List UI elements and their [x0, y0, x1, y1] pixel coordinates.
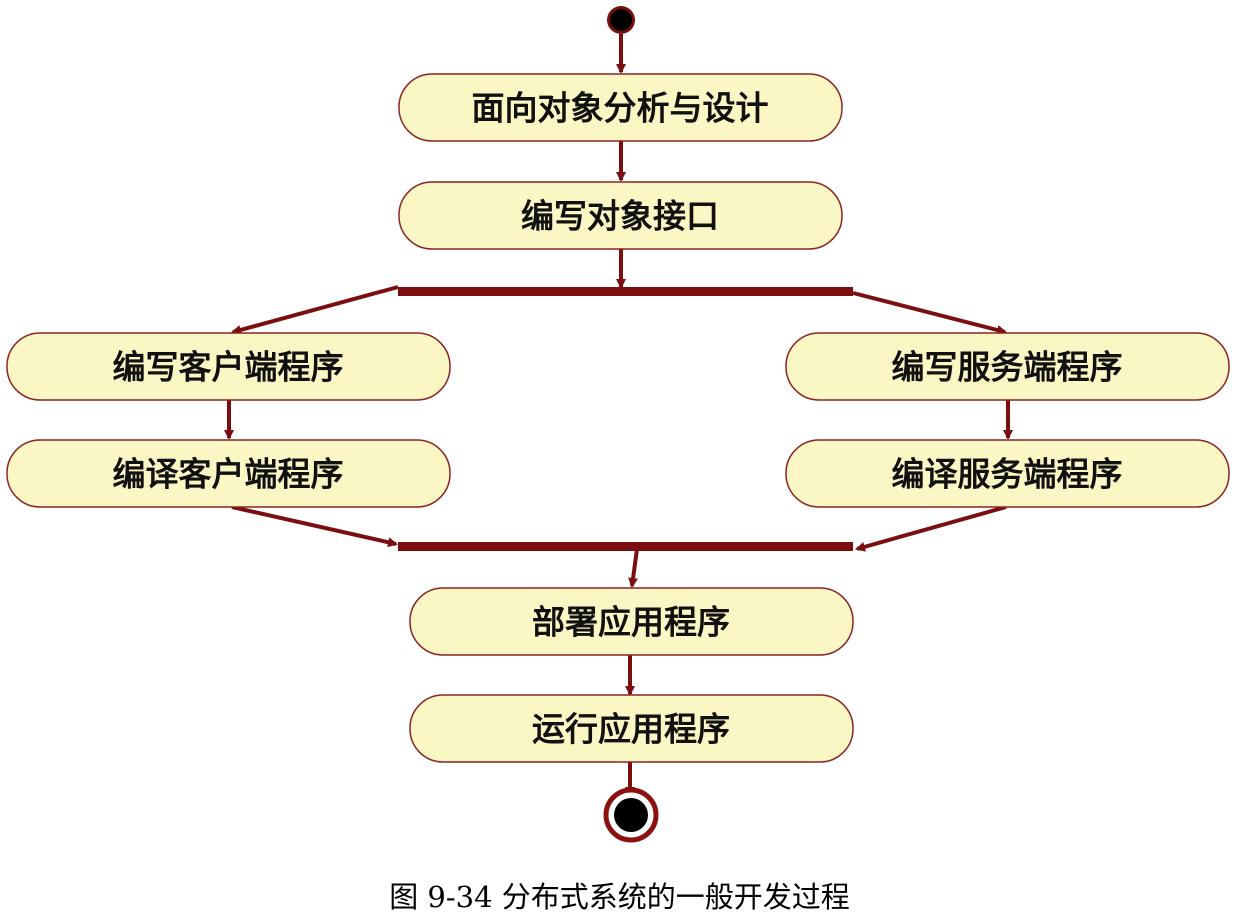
- activity-deploy-label: 部署应用程序: [532, 603, 730, 642]
- activity-compile-client-label: 编译客户端程序: [113, 455, 344, 494]
- activity-ooad-label: 面向对象分析与设计: [472, 89, 769, 128]
- flow-compile-server-to-join: [855, 505, 1007, 552]
- activity-compile-server-label: 编译服务端程序: [892, 455, 1123, 494]
- initial-node: [607, 6, 635, 34]
- fork-bar: [398, 287, 853, 296]
- activity-write-interface-label: 编写对象接口: [521, 197, 719, 236]
- activity-write-client-label: 编写客户端程序: [113, 348, 344, 387]
- activity-run: 运行应用程序: [409, 694, 854, 763]
- activity-write-server-label: 编写服务端程序: [892, 348, 1123, 387]
- activity-run-label: 运行应用程序: [532, 710, 730, 749]
- flow-join-to-deploy: [628, 548, 639, 588]
- join-bar: [398, 542, 853, 551]
- control-flows: [224, 34, 1013, 797]
- activity-deploy: 部署应用程序: [409, 587, 854, 656]
- activity-compile-server: 编译服务端程序: [785, 439, 1230, 508]
- activity-write-interface: 编写对象接口: [398, 181, 843, 250]
- activity-write-server: 编写服务端程序: [785, 332, 1230, 401]
- figure-caption: 图 9-34 分布式系统的一般开发过程: [389, 880, 850, 914]
- final-node: [603, 787, 659, 843]
- flow-compile-client-to-join: [231, 505, 398, 548]
- activity-write-client: 编写客户端程序: [6, 332, 451, 401]
- activity-compile-client: 编译客户端程序: [6, 439, 451, 508]
- flow-fork-to-server: [852, 291, 1007, 335]
- flow-fork-to-client: [231, 285, 399, 335]
- activity-ooad: 面向对象分析与设计: [398, 73, 843, 142]
